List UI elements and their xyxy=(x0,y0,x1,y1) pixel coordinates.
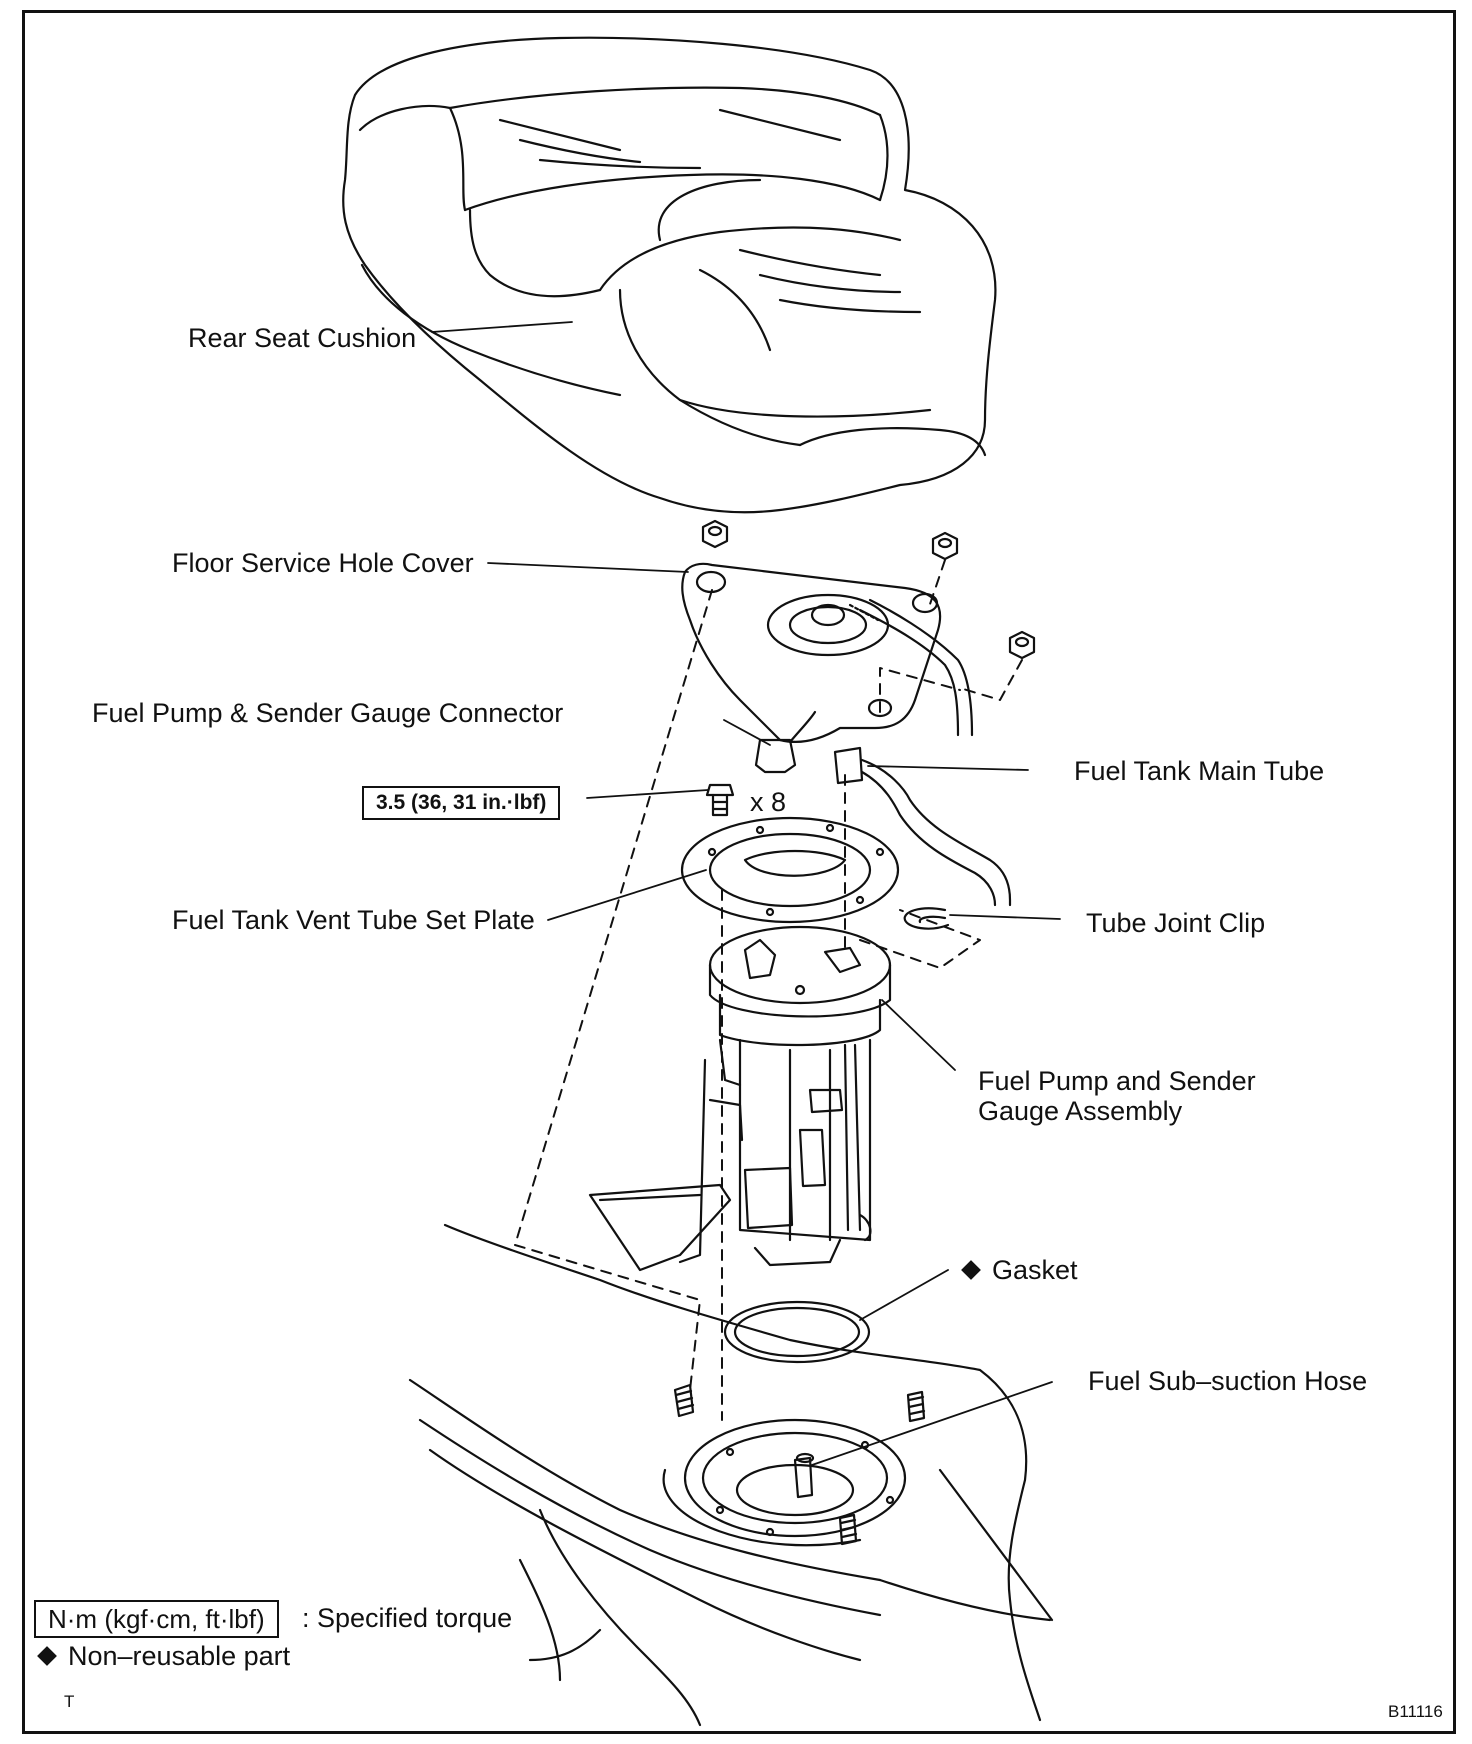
legend-torque-text: : Specified torque xyxy=(302,1603,513,1633)
label-fuel-tank-vent-tube-set-plate: Fuel Tank Vent Tube Set Plate xyxy=(172,905,535,935)
label-floor-service-hole-cover: Floor Service Hole Cover xyxy=(172,548,474,578)
torque-spec-box: 3.5 (36, 31 in.·lbf) xyxy=(362,786,561,820)
diamond-icon xyxy=(37,1646,57,1666)
fuel-tank-drawing xyxy=(408,1223,1054,1727)
nuts-drawing xyxy=(701,519,1036,660)
label-rear-seat-cushion: Rear Seat Cushion xyxy=(188,323,417,353)
label-fuel-pump-assembly-line2: Gauge Assembly xyxy=(978,1096,1183,1126)
fuel-pump-assembly-drawing xyxy=(588,925,892,1272)
leader-lines xyxy=(431,321,1061,1466)
label-fuel-tank-main-tube: Fuel Tank Main Tube xyxy=(1074,756,1325,786)
label-fuel-pump-sender-gauge-connector: Fuel Pump & Sender Gauge Connector xyxy=(92,698,564,728)
rear-seat-cushion-drawing xyxy=(342,36,997,514)
label-gasket: Gasket xyxy=(961,1255,1078,1286)
label-tube-joint-clip: Tube Joint Clip xyxy=(1086,908,1266,938)
alignment-lines xyxy=(514,559,1023,1421)
label-fuel-sub-suction-hose: Fuel Sub–suction Hose xyxy=(1088,1366,1368,1396)
floor-service-hole-cover-drawing xyxy=(681,562,974,743)
diagram-frame xyxy=(22,10,1456,1734)
gasket-drawing xyxy=(723,1300,871,1364)
label-bolt-quantity: x 8 xyxy=(750,787,787,817)
corner-mark-left: T xyxy=(64,1692,75,1711)
studs-drawing xyxy=(673,1383,926,1546)
vent-tube-set-plate-drawing xyxy=(680,816,900,924)
label-fuel-pump-assembly-line1: Fuel Pump and Sender xyxy=(978,1066,1256,1096)
tube-joint-clip-drawing xyxy=(903,907,950,930)
label-gasket-text: Gasket xyxy=(992,1255,1078,1285)
connector-and-tube-drawing xyxy=(754,710,1012,907)
legend-non-reusable-text: Non–reusable part xyxy=(68,1641,291,1671)
legend-torque-unit-box: N·m (kgf·cm, ft·lbf) xyxy=(34,1600,279,1638)
figure-code: B11116 xyxy=(1388,1702,1443,1721)
legend-non-reusable: Non–reusable part xyxy=(37,1641,291,1672)
diamond-icon xyxy=(961,1260,981,1280)
bolt-drawing xyxy=(705,783,735,817)
